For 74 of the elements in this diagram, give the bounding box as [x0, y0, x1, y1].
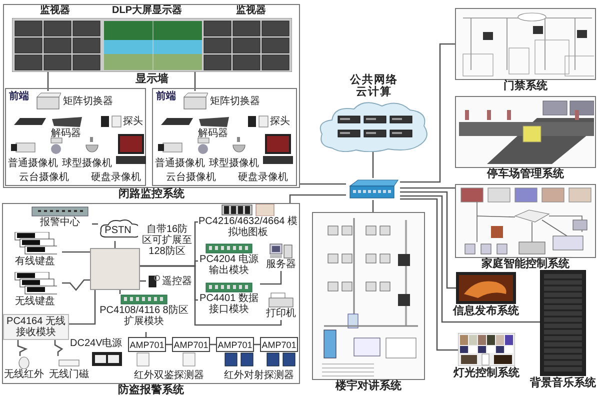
system-title: 背景音乐系统	[530, 377, 596, 389]
device-label: 服务器	[266, 259, 296, 270]
device-label: PC4401 数据接口模块	[198, 293, 260, 315]
connector-line	[372, 200, 374, 212]
device-label: 硬盘录像机	[238, 172, 288, 183]
connector-line	[47, 72, 49, 91]
device-label: 云台摄像机	[19, 172, 69, 183]
system-title: 信息发布系统	[453, 305, 519, 317]
connector-line	[194, 72, 196, 91]
system-title: 显示墙	[136, 73, 168, 85]
device-label: 云台摄像机	[166, 172, 216, 183]
device-label: 无线门磁	[49, 369, 89, 380]
connector-line	[69, 290, 96, 325]
device-label: 解码器	[51, 128, 81, 139]
device-label: 球型摄像机	[209, 158, 259, 169]
front-end-panel	[5, 88, 146, 186]
connector-line	[62, 279, 90, 292]
device-label: 遥控器	[162, 276, 192, 286]
connector-line	[300, 183, 346, 185]
device-label: PC4204 电源输出模块	[198, 254, 260, 276]
system-title: 门禁系统	[504, 80, 548, 92]
connector-line	[372, 152, 374, 178]
connector-line	[54, 340, 64, 356]
device-label: DC24V电源	[70, 338, 122, 349]
connector-line	[400, 195, 540, 323]
device-label: 红外对射探测器	[224, 370, 294, 381]
device-label: 解码器	[198, 128, 228, 139]
connector-line	[140, 265, 282, 326]
front-end-panel	[152, 88, 297, 186]
alarm-control-panel	[90, 248, 140, 290]
device-label: AMP701	[218, 340, 252, 350]
system-title: 楼宇对讲系统	[336, 380, 402, 392]
device-label: 打印机	[266, 308, 296, 319]
device-label: 硬盘录像机	[91, 172, 141, 183]
connector-line	[289, 194, 346, 203]
section-label: 前端	[9, 91, 29, 102]
device-label: 普通摄像机	[155, 158, 205, 169]
connector-line	[400, 191, 456, 289]
device-label: AMP701	[174, 340, 208, 350]
device-label: 有线键盘	[15, 256, 55, 267]
connector-line	[400, 198, 458, 351]
connector-line	[17, 340, 28, 356]
system-title: 闭路监控系统	[118, 188, 184, 200]
device-label: 探头	[123, 116, 143, 127]
device-label: 探头	[270, 116, 290, 127]
system-title: 灯光控制系统	[454, 367, 520, 379]
device-label: 矩阵切换器	[63, 96, 113, 106]
device-label: PSTN	[104, 224, 132, 236]
system-title: 家庭智能控制系统	[482, 258, 570, 270]
device-label: 无线红外	[4, 369, 44, 380]
device-label: 监视器	[236, 5, 266, 16]
device-label: DLP大屏显示器	[112, 5, 182, 16]
device-label: PC4216/4632/4664 模拟地图板	[198, 216, 298, 238]
device-label: AMP701	[130, 340, 164, 350]
note-text: 自带16防区可扩展至128防区	[142, 224, 192, 257]
section-label: 前端	[156, 91, 176, 102]
system-title: 防盗报警系统	[118, 384, 184, 396]
connector-line	[92, 223, 98, 225]
device-label: 监视器	[40, 5, 70, 16]
device-label: 红外双鉴探测器	[134, 370, 204, 381]
device-label: 普通摄像机	[8, 158, 58, 169]
device-label: PC4108/4116 8防区扩展模块	[98, 305, 190, 327]
device-label: PC4164 无线接收模块	[6, 316, 66, 338]
device-label: 报警中心	[40, 217, 80, 228]
connector-line	[400, 187, 455, 189]
cloud-title: 公共网络云计算	[350, 74, 398, 98]
device-label: AMP701	[262, 340, 296, 350]
device-label: 矩阵切换器	[210, 96, 260, 106]
device-label: 球型摄像机	[62, 158, 112, 169]
connector-line	[400, 43, 455, 183]
connector-line	[62, 251, 90, 253]
system-title: 停车场管理系统	[487, 168, 564, 180]
connector-line	[260, 271, 282, 285]
device-label: 无线键盘	[15, 296, 55, 307]
